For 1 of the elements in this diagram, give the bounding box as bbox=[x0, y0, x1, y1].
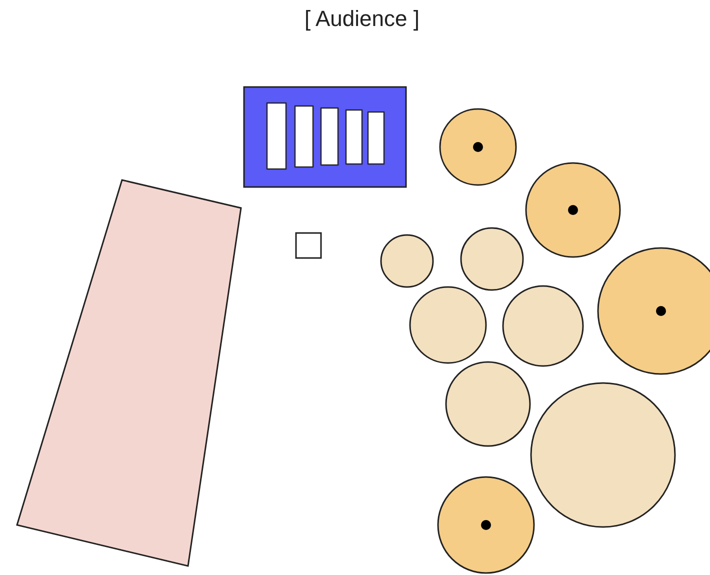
audience-heading: [ Audience ] bbox=[304, 6, 420, 32]
